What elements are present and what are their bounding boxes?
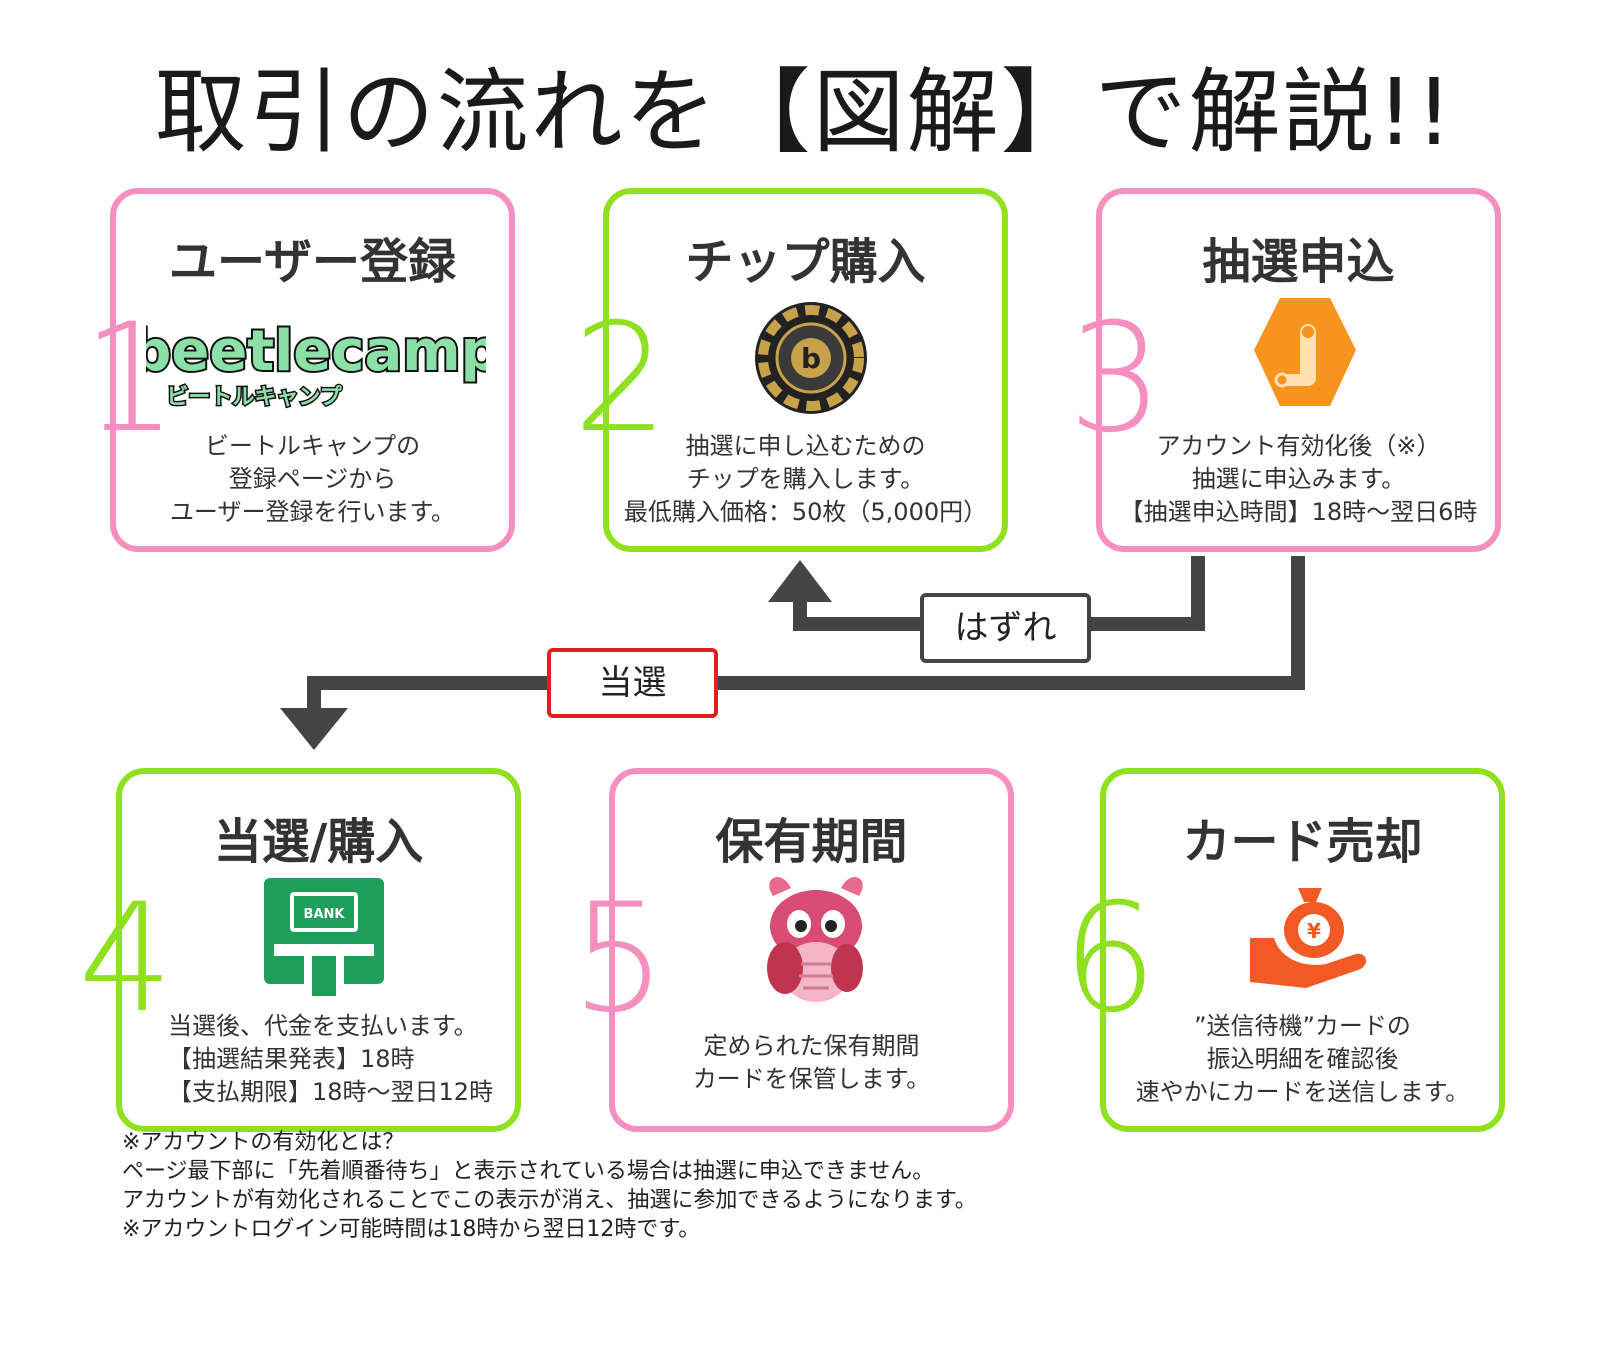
bank-label: BANK: [304, 907, 346, 922]
step-title: 保有期間: [715, 814, 908, 870]
step-card-4: 当選/購入 4 BANK 当選後、代金を支払います。 【抽選結果発表】18時 【…: [78, 768, 521, 1132]
logo-text: beetlecamp: [146, 319, 486, 384]
step-number: 1: [82, 292, 178, 466]
page-title: 取引の流れを【図解】で解説!!: [154, 59, 1455, 166]
footnote-line: アカウントが有効化されることでこの表示が消え、抽選に参加できるようになります。: [122, 1188, 977, 1213]
step-card-5: 保有期間 5 定められた保有期間 カードを保管します。: [571, 768, 1014, 1132]
footnote-line: ページ最下部に「先着順番待ち」と表示されている場合は抽選に申込できません。: [122, 1159, 935, 1184]
win-label: 当選: [547, 648, 718, 718]
footnotes: ※アカウントの有効化とは？ ページ最下部に「先着順番待ち」と表示されている場合は…: [122, 1128, 977, 1244]
step-number: 4: [78, 872, 174, 1046]
step-description: 当選後、代金を支払います。 【抽選結果発表】18時 【支払期限】18時～翌日12…: [168, 1012, 494, 1106]
step-title: 当選/購入: [213, 814, 424, 870]
lose-arrow-head: [768, 560, 832, 602]
beetle-character-icon: [751, 868, 881, 1008]
bank-atm-icon: BANK: [264, 878, 384, 1002]
step-title: カード売却: [1182, 814, 1423, 870]
step-description: 抽選に申し込むための チップを購入します。 最低購入価格：50枚（5,000円）: [623, 432, 988, 526]
beetlecamp-logo: beetlecamp ビートルキャンプ: [129, 314, 502, 414]
step-card-6: カード売却 6 ¥ ”送信待機”カードの 振込明細を確認後 速やかにカードを送信…: [1062, 768, 1505, 1132]
footnote-line: ※アカウントの有効化とは？: [122, 1130, 405, 1155]
yen-symbol: ¥: [1307, 919, 1321, 943]
money-bag-hand-icon: ¥: [1246, 878, 1374, 988]
footnote-line: ※アカウントログイン可能時間は18時から翌日12時です。: [122, 1217, 701, 1242]
logo-sub: ビートルキャンプ: [166, 385, 342, 410]
step-card-1: ユーザー登録 1 beetlecamp ビートルキャンプ ビートルキャンプの 登…: [82, 188, 515, 552]
step-title: 抽選申込: [1202, 234, 1395, 290]
step-description: 定められた保有期間 カードを保管します。: [692, 1032, 931, 1093]
step-title: ユーザー登録: [168, 234, 457, 290]
step-description: ”送信待機”カードの 振込明細を確認後 速やかにカードを送信します。: [1135, 1012, 1470, 1106]
chip-icon: b: [751, 298, 871, 418]
win-arrow-path: [307, 556, 1305, 712]
step-number: 3: [1068, 292, 1164, 466]
step-number: 2: [573, 292, 669, 466]
lose-label: はずれ: [920, 593, 1091, 663]
step-title: チップ購入: [685, 234, 926, 290]
step-number: 6: [1062, 872, 1158, 1046]
step-description: ビートルキャンプの 登録ページから ユーザー登録を行います。: [169, 432, 456, 526]
step-card-3: 抽選申込 3 アカウント有効化後（※） 抽選に申込みます。 【抽選申込時間】18…: [1068, 188, 1501, 552]
lottery-hexagon-icon: [1250, 294, 1360, 414]
chip-letter: b: [801, 342, 821, 375]
step-number: 5: [571, 872, 667, 1046]
step-description: アカウント有効化後（※） 抽選に申込みます。 【抽選申込時間】18時～翌日6時: [1119, 432, 1478, 526]
step-card-2: チップ購入 2 b 抽選に申し込むための チップを購入します。 最低購入価格：5…: [573, 188, 1008, 552]
win-arrow-head: [280, 708, 348, 750]
